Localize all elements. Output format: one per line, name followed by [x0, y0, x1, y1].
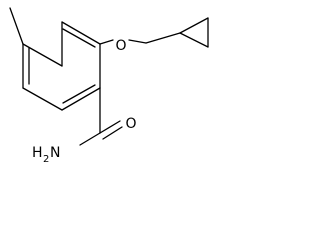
oxygen-ether-label: O [115, 38, 126, 54]
carbonyl-double-bond-1 [99, 120, 121, 134]
cyclopropyl-ring [179, 17, 209, 48]
aryl-oxygen-bond [99, 39, 114, 45]
amide-nitrogen-subscript: 2 [43, 154, 49, 165]
oxygen-carbonyl-label: O [125, 116, 136, 132]
ring-bond-4 [61, 87, 101, 111]
ring-bond-3 [22, 87, 63, 111]
ring-bond-4-inner [62, 84, 96, 104]
methylene-cyclopropyl-bond [145, 32, 181, 44]
ring-bond-6-inner [62, 28, 96, 48]
oxygen-methylene-bond [128, 39, 147, 44]
benzene-ring [22, 21, 101, 111]
carbonyl-nitrogen-bond [79, 132, 101, 146]
ring-bond-6 [61, 21, 101, 45]
amide-nitrogen-h: H [32, 145, 43, 161]
methyl-bond [9, 7, 24, 45]
amide-nitrogen-label: H 2 N [32, 145, 60, 165]
molecule-structure: O O H 2 N [9, 7, 209, 165]
cyclopropyl-bond-3 [179, 32, 209, 48]
carbonyl-double-bond-2 [102, 126, 123, 140]
cyclopropyl-bond-1 [179, 17, 209, 34]
amide-nitrogen-n: N [50, 145, 60, 161]
